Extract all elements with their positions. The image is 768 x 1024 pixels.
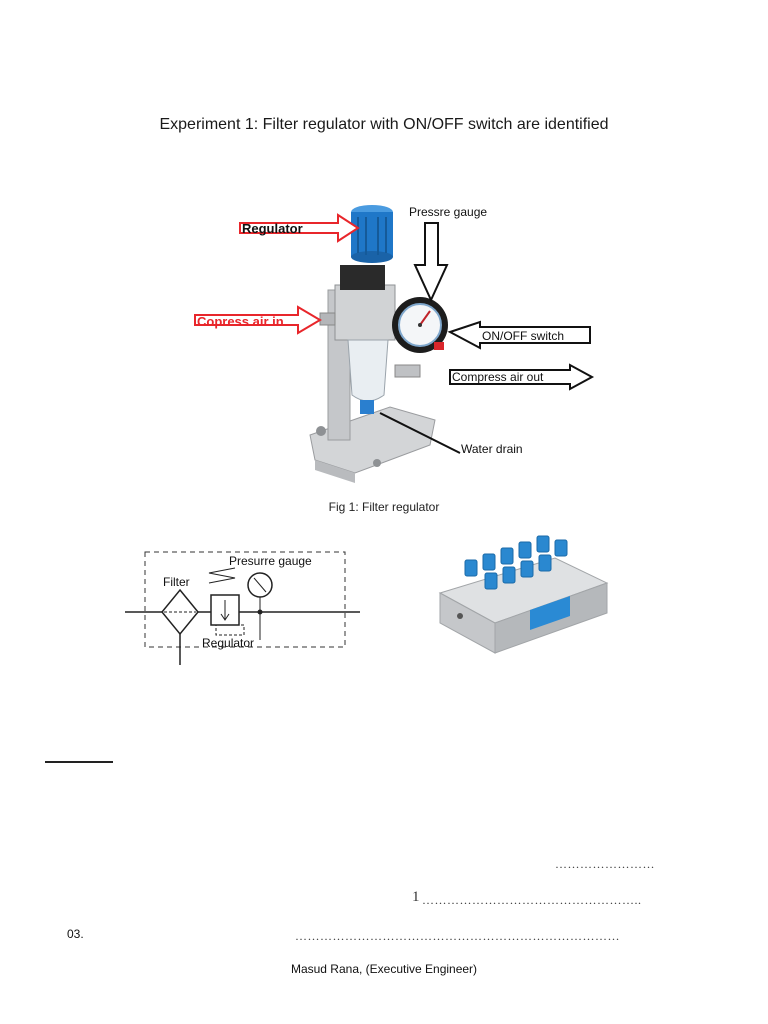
author-footer: Masud Rana, (Executive Engineer) <box>290 962 478 976</box>
filter-regulator-figure: Regulator Copress air in Pressre gauge O… <box>194 205 595 483</box>
label-compress-air-in: Copress air in <box>197 314 284 329</box>
label-water-drain: Water drain <box>461 442 523 456</box>
schematic-label-regulator: Regulator <box>202 636 254 650</box>
figure-caption: Fig 1: Filter regulator <box>328 500 440 514</box>
dotted-line-1: …………………… <box>555 857 655 871</box>
label-on-off-switch: ON/OFF switch <box>482 329 564 343</box>
label-compress-air-out: Compress air out <box>452 370 544 384</box>
document-title: Experiment 1: Filter regulator with ON/O… <box>159 116 609 133</box>
label-regulator: Regulator <box>242 221 303 236</box>
item-number: 03. <box>67 927 84 941</box>
line-2-number: 1 <box>412 889 420 905</box>
label-pressure-gauge: Pressre gauge <box>409 205 487 219</box>
horizontal-rule <box>45 761 113 763</box>
dotted-line-2: …………………………………………….. <box>422 893 642 907</box>
dotted-line-3: …………………………………………………………………… <box>295 929 620 943</box>
schematic-label-filter: Filter <box>163 575 190 589</box>
schematic-label-pressure-gauge: Presurre gauge <box>229 554 312 568</box>
manifold-image <box>438 535 609 654</box>
schematic-diagram: Filter Presurre gauge Regulator <box>125 551 360 665</box>
